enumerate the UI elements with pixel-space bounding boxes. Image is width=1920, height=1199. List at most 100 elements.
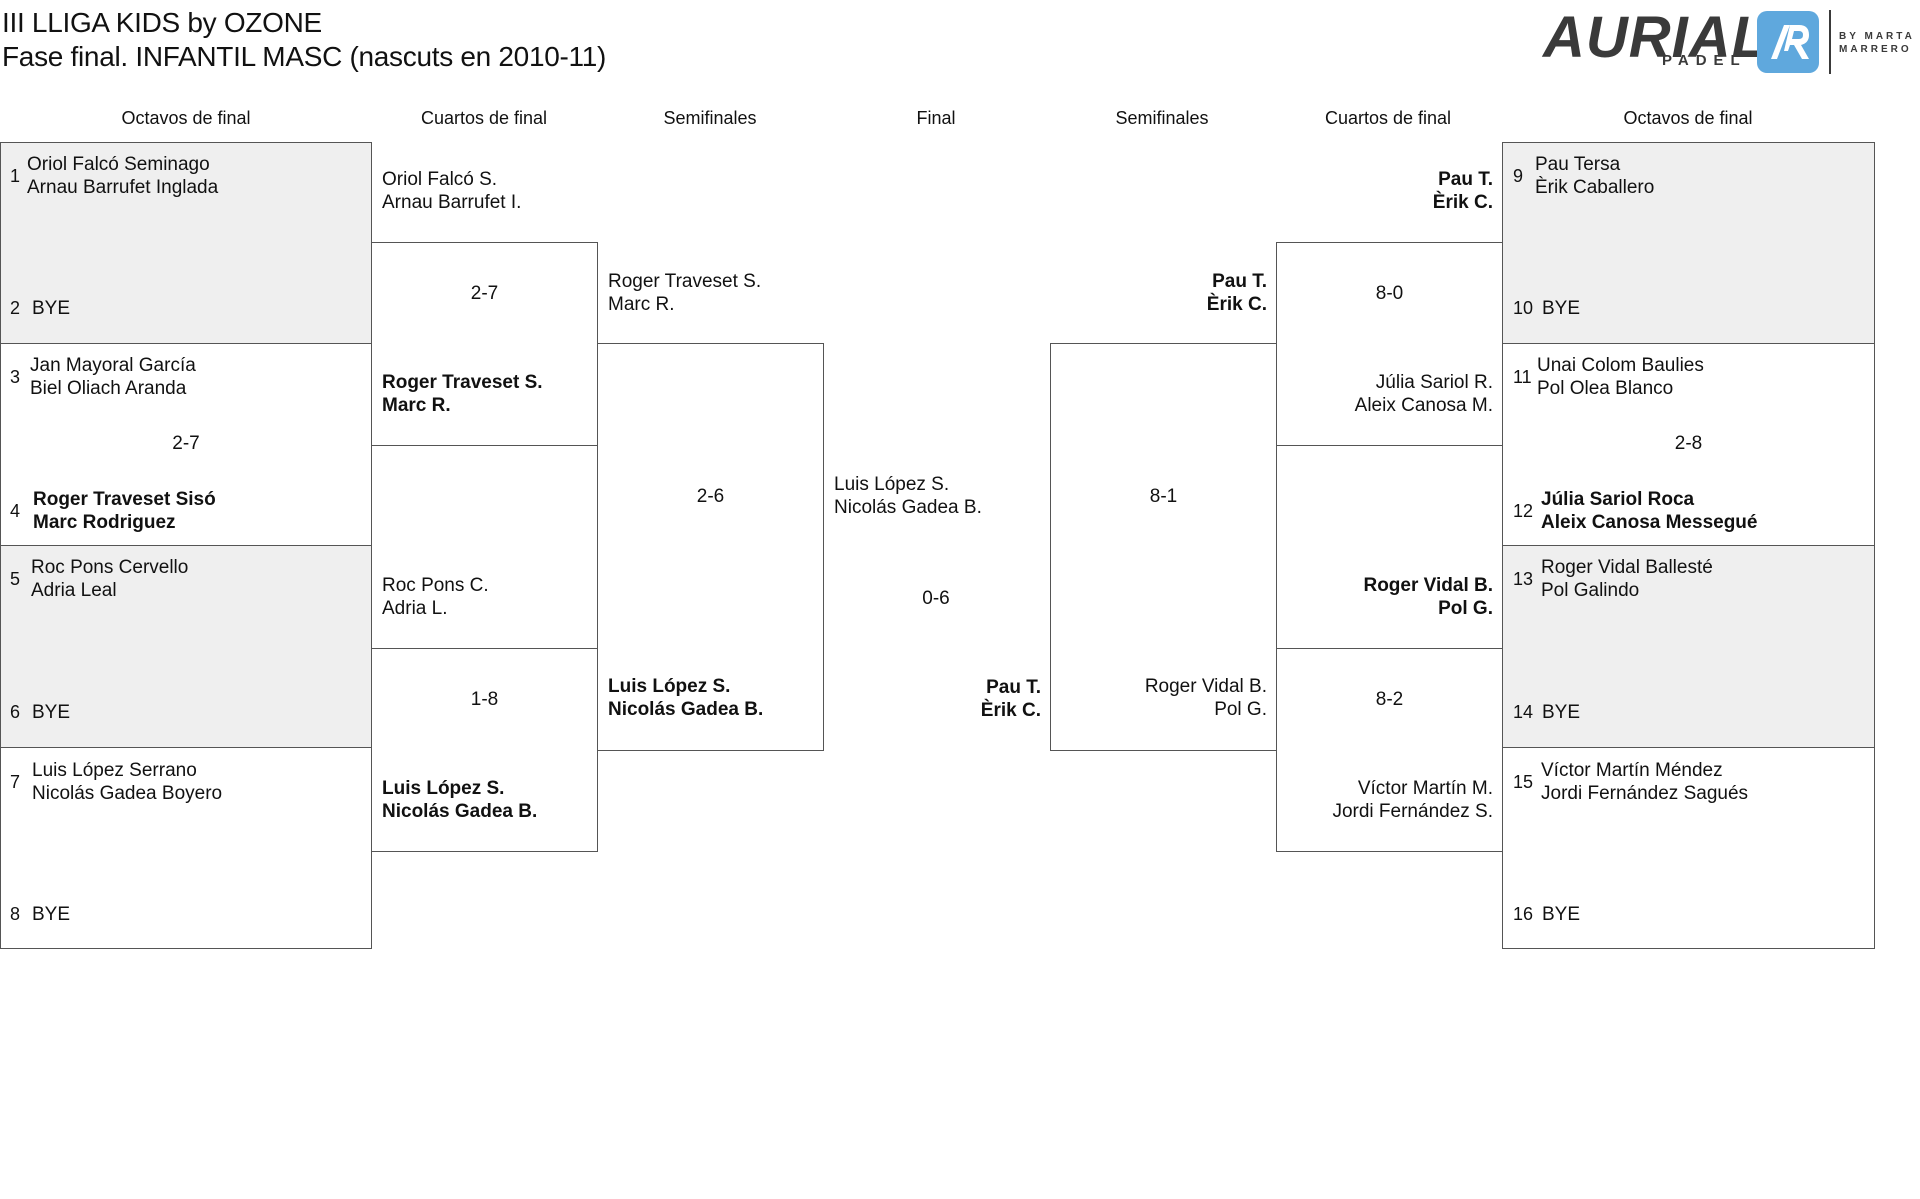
seed-number: 16 bbox=[1513, 904, 1534, 924]
player-name: Èrik C. bbox=[1206, 294, 1267, 315]
seed-number: 2 bbox=[10, 298, 21, 318]
player-name: Roger Traveset S. bbox=[382, 372, 543, 393]
team-entry: Víctor Martín Méndez Jordi Fernández Sag… bbox=[1541, 759, 1748, 805]
page-subtitle: Fase final. INFANTIL MASC (nascuts en 20… bbox=[2, 41, 607, 72]
player-name: Jordi Fernández S. bbox=[1332, 801, 1493, 822]
player-name: Luis López S. bbox=[608, 676, 731, 697]
player-name: Arnau Barrufet Inglada bbox=[27, 177, 219, 198]
column-header-right-sf: Semifinales bbox=[1115, 108, 1209, 128]
team-entry: Unai Colom Baulies Pol Olea Blanco bbox=[1537, 354, 1704, 400]
player-name: Víctor Martín Méndez bbox=[1541, 760, 1723, 781]
player-name: Jan Mayoral García bbox=[30, 355, 196, 376]
seed-number: 13 bbox=[1513, 569, 1534, 589]
page-title: III LLIGA KIDS by OZONE bbox=[2, 7, 322, 38]
player-name: Adria L. bbox=[382, 598, 448, 619]
seed-number: 14 bbox=[1513, 702, 1534, 722]
player-name: Pau Tersa bbox=[1535, 154, 1621, 175]
player-name: Roger Vidal B. bbox=[1144, 676, 1267, 697]
r16-match-8 bbox=[1502, 747, 1875, 949]
logo-divider bbox=[1829, 10, 1831, 74]
match-score: 2-7 bbox=[470, 283, 499, 304]
player-name: Pau T. bbox=[986, 677, 1041, 698]
player-name: Roger Vidal Ballesté bbox=[1541, 557, 1713, 578]
match-score: 1-8 bbox=[470, 689, 499, 710]
team-entry-winner: Roger Traveset Sisó Marc Rodriguez bbox=[33, 488, 216, 534]
seed-number: 12 bbox=[1513, 501, 1534, 521]
player-name: Aleix Canosa Messegué bbox=[1541, 512, 1758, 533]
team-entry-winner: Pau T. Èrik C. bbox=[1049, 270, 1267, 316]
player-name: Júlia Sariol Roca bbox=[1541, 489, 1695, 510]
match-score: 8-2 bbox=[1375, 689, 1404, 710]
column-header-left-r16: Octavos de final bbox=[121, 108, 251, 128]
player-name: Pol G. bbox=[1438, 598, 1493, 619]
team-entry: Júlia Sariol R. Aleix Canosa M. bbox=[1275, 371, 1493, 417]
team-entry-winner: Luis López S. Nicolás Gadea B. bbox=[382, 777, 537, 823]
team-entry-winner: Pau T. Èrik C. bbox=[1275, 168, 1493, 214]
column-header-left-sf: Semifinales bbox=[663, 108, 757, 128]
player-name: Èrik C. bbox=[980, 700, 1041, 721]
team-entry: Roger Traveset S. Marc R. bbox=[608, 270, 761, 316]
player-name: Marc Rodriguez bbox=[33, 512, 176, 533]
bye-entry: BYE bbox=[32, 904, 71, 925]
player-name: Oriol Falcó S. bbox=[382, 169, 498, 190]
r16-match-7 bbox=[1502, 545, 1875, 748]
match-score: 2-7 bbox=[172, 433, 200, 454]
team-entry: Roc Pons Cervello Adria Leal bbox=[31, 556, 188, 602]
seed-number: 9 bbox=[1513, 166, 1524, 186]
team-entry-winner: Roger Traveset S. Marc R. bbox=[382, 371, 543, 417]
player-name: Luis López Serrano bbox=[32, 760, 197, 781]
seed-number: 7 bbox=[10, 772, 21, 792]
player-name: Víctor Martín M. bbox=[1357, 778, 1493, 799]
player-name: Arnau Barrufet I. bbox=[382, 192, 522, 213]
bye-entry: BYE bbox=[1542, 904, 1581, 925]
player-name: Jordi Fernández Sagués bbox=[1541, 783, 1749, 804]
player-name: Pol Olea Blanco bbox=[1537, 378, 1674, 399]
player-name: Aleix Canosa M. bbox=[1354, 395, 1493, 416]
team-entry: Luis López S. Nicolás Gadea B. bbox=[834, 473, 982, 519]
team-entry: Pau Tersa Èrik Caballero bbox=[1535, 153, 1654, 199]
player-name: Júlia Sariol R. bbox=[1375, 372, 1493, 393]
player-name: Roc Pons C. bbox=[382, 575, 489, 596]
team-entry: Roger Vidal Ballesté Pol Galindo bbox=[1541, 556, 1713, 602]
player-name: Nicolás Gadea B. bbox=[382, 801, 538, 822]
column-header-left-qf: Cuartos de final bbox=[420, 108, 548, 128]
column-header-right-r16: Octavos de final bbox=[1623, 108, 1753, 128]
bye-entry: BYE bbox=[32, 702, 71, 723]
player-name: Luis López S. bbox=[382, 778, 505, 799]
player-name: Èrik C. bbox=[1432, 192, 1493, 213]
sf-match-left bbox=[597, 343, 824, 751]
team-entry: Oriol Falcó S. Arnau Barrufet I. bbox=[382, 168, 521, 214]
player-name: Roger Traveset S. bbox=[608, 271, 762, 292]
player-name: Pol G. bbox=[1214, 699, 1267, 720]
logo-sub: PADEL bbox=[1662, 52, 1747, 69]
player-name: Roc Pons Cervello bbox=[31, 557, 189, 578]
match-score: 0-6 bbox=[922, 588, 950, 609]
seed-number: 11 bbox=[1513, 367, 1532, 387]
player-name: Adria Leal bbox=[31, 580, 117, 601]
player-name: Èrik Caballero bbox=[1535, 177, 1655, 198]
team-entry: Oriol Falcó Seminago Arnau Barrufet Ingl… bbox=[27, 153, 218, 199]
seed-number: 8 bbox=[10, 904, 21, 924]
seed-number: 5 bbox=[10, 569, 21, 589]
seed-number: 10 bbox=[1513, 298, 1534, 318]
seed-number: 4 bbox=[10, 501, 21, 521]
player-name: Roger Vidal B. bbox=[1363, 575, 1493, 596]
player-name: Nicolás Gadea Boyero bbox=[32, 783, 223, 804]
aurial-logo-icon bbox=[1757, 11, 1819, 73]
match-score: 8-1 bbox=[1149, 486, 1178, 507]
seed-number: 6 bbox=[10, 702, 21, 722]
logo-byline: BY MARTA MARRERO bbox=[1839, 30, 1915, 56]
player-name: Luis López S. bbox=[834, 474, 950, 495]
player-name: Roger Traveset Sisó bbox=[33, 489, 216, 510]
bye-entry: BYE bbox=[1542, 298, 1581, 319]
seed-number: 1 bbox=[10, 166, 21, 186]
team-entry-winner: Roger Vidal B. Pol G. bbox=[1275, 574, 1493, 620]
team-entry: Jan Mayoral García Biel Oliach Aranda bbox=[30, 354, 196, 400]
team-entry: Roc Pons C. Adria L. bbox=[382, 574, 489, 620]
player-name: Pau T. bbox=[1212, 271, 1267, 292]
r16-match-1 bbox=[0, 142, 372, 344]
bye-entry: BYE bbox=[32, 298, 71, 319]
logo-byline-1: BY MARTA bbox=[1839, 31, 1915, 42]
match-score: 2-8 bbox=[1674, 433, 1703, 454]
player-name: Nicolás Gadea B. bbox=[608, 699, 764, 720]
